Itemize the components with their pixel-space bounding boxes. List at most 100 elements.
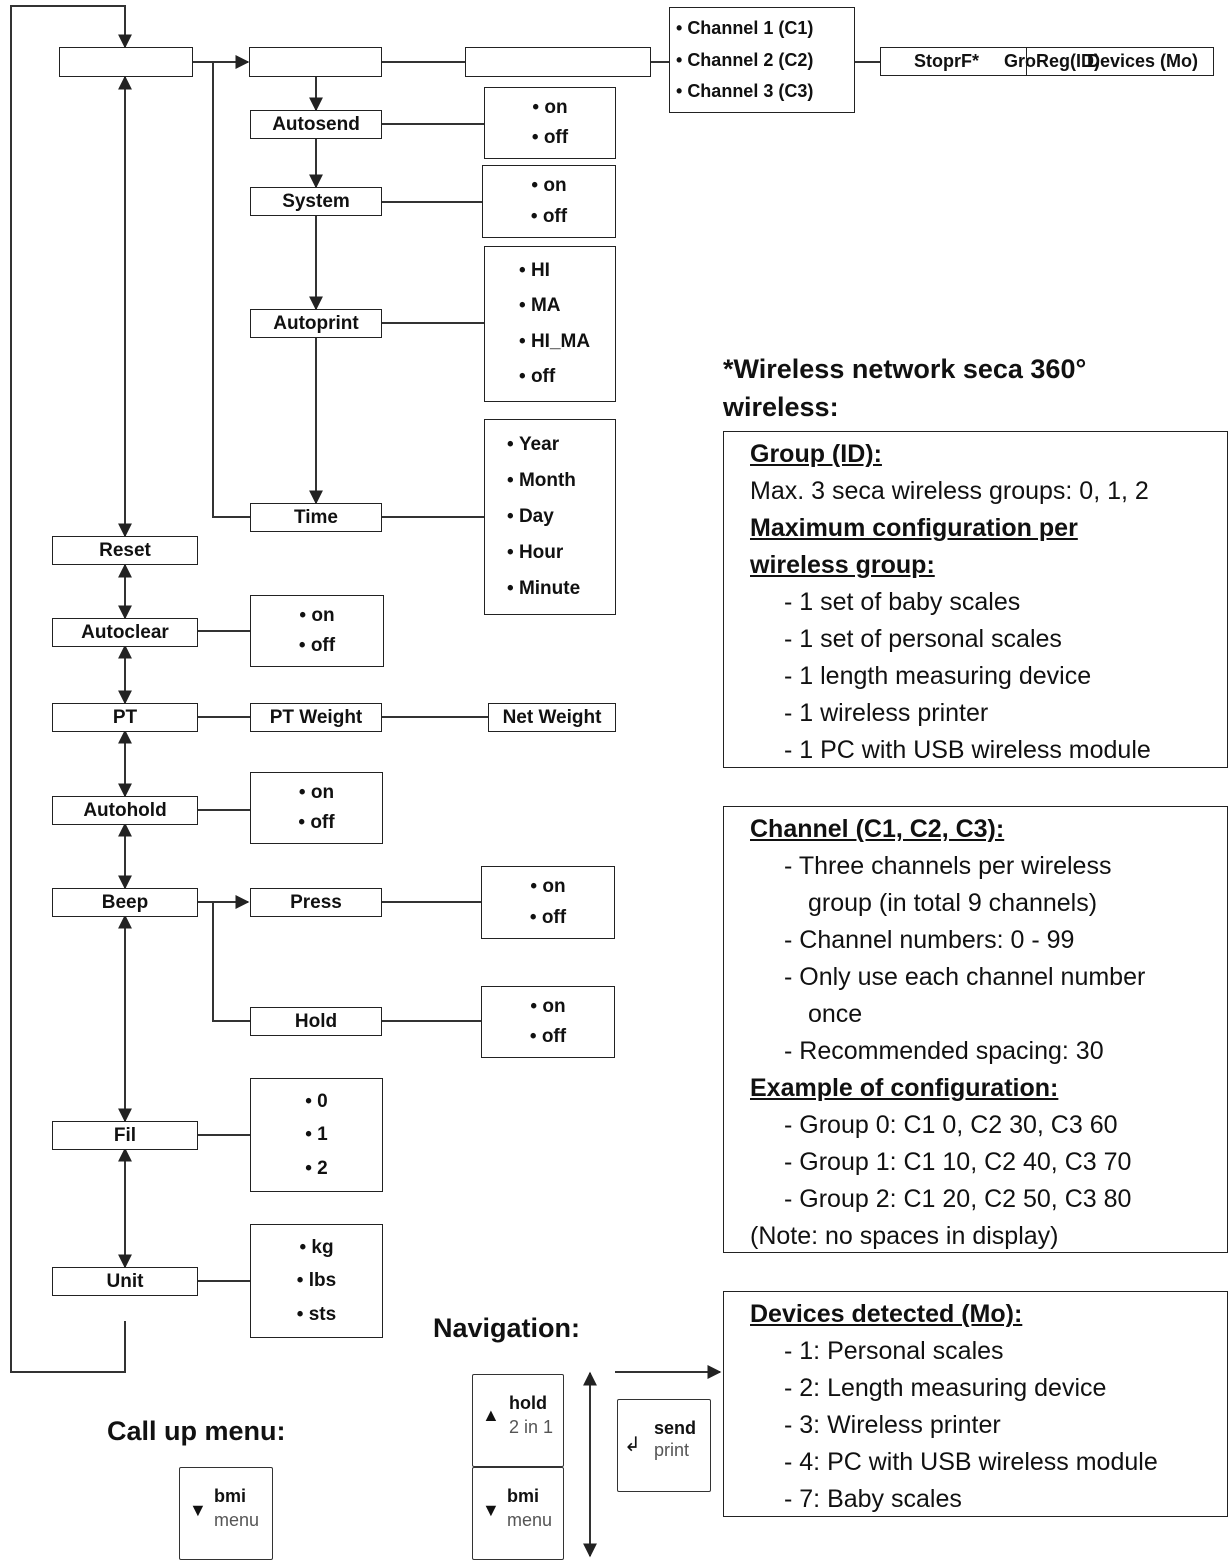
wireless-heading-line-2: wireless:	[723, 392, 839, 422]
option-ma[interactable]: MA	[519, 295, 561, 317]
submenu-autoprint[interactable]: Autoprint	[250, 309, 382, 338]
channel-options: Channel 1 (C1) Channel 2 (C2) Channel 3 …	[669, 7, 855, 113]
option-off[interactable]: off	[531, 206, 567, 228]
option-hi-ma[interactable]: HI_MA	[519, 331, 590, 353]
list-item: - Recommended spacing: 30	[784, 1037, 1104, 1065]
option-channel-2[interactable]: Channel 2 (C2)	[676, 50, 854, 71]
group-max-text: Max. 3 seca wireless groups: 0, 1, 2	[750, 477, 1149, 505]
bmi-menu-key[interactable]: ▼ bmi menu	[472, 1467, 564, 1560]
submenu-pt-weight[interactable]: PT Weight	[250, 703, 382, 732]
option-lbs[interactable]: lbs	[297, 1270, 336, 1292]
submenu-autosend[interactable]: Autosend	[250, 110, 382, 139]
group-label-overlap: GroReg(ID)	[1004, 51, 1100, 71]
option-on[interactable]: on	[299, 782, 334, 804]
option-month[interactable]: Month	[507, 470, 576, 492]
time-options: Year Month Day Hour Minute	[484, 419, 616, 615]
key-label-bottom: 2 in 1	[509, 1417, 554, 1437]
option-off[interactable]: off	[532, 127, 568, 149]
menu-item-beep[interactable]: Beep	[52, 888, 198, 917]
bmi-menu-key[interactable]: ▼ bmi menu	[179, 1467, 273, 1560]
option-channel-3[interactable]: Channel 3 (C3)	[676, 81, 854, 102]
option-0[interactable]: 0	[305, 1091, 328, 1113]
display-note: (Note: no spaces in display)	[750, 1222, 1059, 1250]
submenu-time[interactable]: Time	[250, 503, 382, 532]
hold-2in1-key[interactable]: ▲ hold 2 in 1	[472, 1374, 564, 1467]
wireless-node	[249, 47, 382, 77]
key-label-top: send	[654, 1418, 697, 1438]
option-off[interactable]: off	[299, 635, 335, 657]
option-on[interactable]: on	[299, 605, 334, 627]
list-item: - Group 1: C1 10, C2 40, C3 70	[784, 1148, 1132, 1176]
menu-item-autoclear[interactable]: Autoclear	[52, 618, 198, 647]
send-print-key[interactable]: ↲ send print	[617, 1399, 711, 1492]
menu-item-fil[interactable]: Fil	[52, 1121, 198, 1150]
option-hour[interactable]: Hour	[507, 542, 563, 564]
down-triangle-icon: ▼	[482, 1500, 500, 1520]
menu-item-reset[interactable]: Reset	[52, 536, 198, 565]
option-on[interactable]: on	[530, 876, 565, 898]
option-sts[interactable]: sts	[297, 1304, 336, 1326]
menu-item-unit[interactable]: Unit	[52, 1267, 198, 1296]
option-minute[interactable]: Minute	[507, 578, 580, 600]
list-item: - Group 2: C1 20, C2 50, C3 80	[784, 1185, 1132, 1213]
call-up-heading: Call up menu:	[107, 1416, 286, 1446]
key-label-top: bmi	[214, 1486, 247, 1506]
max-config-heading-1: Maximum configuration per	[750, 514, 1078, 542]
list-item: - 1 set of personal scales	[784, 625, 1062, 653]
submenu-press[interactable]: Press	[250, 888, 382, 917]
system-options: on off	[482, 165, 616, 238]
option-on[interactable]: on	[530, 996, 565, 1018]
unit-options: kg lbs sts	[250, 1224, 383, 1338]
submenu-hold[interactable]: Hold	[250, 1007, 382, 1036]
group-info-box: Group (ID): Max. 3 seca wireless groups:…	[723, 431, 1228, 768]
key-label-top: hold	[509, 1393, 547, 1413]
list-item: - Channel numbers: 0 - 99	[784, 926, 1075, 954]
list-item: - 2: Length measuring device	[784, 1374, 1107, 1402]
key-label-top: bmi	[507, 1486, 540, 1506]
menu-item-pt[interactable]: PT	[52, 703, 198, 732]
option-day[interactable]: Day	[507, 506, 554, 528]
list-item: - Group 0: C1 0, C2 30, C3 60	[784, 1111, 1118, 1139]
option-channel-1[interactable]: Channel 1 (C1)	[676, 18, 854, 39]
option-off[interactable]: off	[530, 907, 566, 929]
list-item: - 1 length measuring device	[784, 662, 1092, 690]
autoclear-options: on off	[250, 595, 384, 667]
channel-node	[465, 47, 651, 77]
option-year[interactable]: Year	[507, 434, 559, 456]
option-off[interactable]: off	[530, 1026, 566, 1048]
list-item: - Three channels per wireless	[784, 852, 1112, 880]
option-hi[interactable]: HI	[519, 260, 550, 282]
wireless-heading-line-1: *Wireless network seca 360°	[723, 354, 1087, 384]
list-item-continued: once	[808, 1000, 863, 1028]
option-off[interactable]: off	[519, 366, 555, 388]
list-item: - 3: Wireless printer	[784, 1411, 1001, 1439]
option-2[interactable]: 2	[305, 1158, 328, 1180]
press-options: on off	[481, 866, 615, 939]
stop-label: StoprF*	[914, 51, 979, 71]
submenu-system[interactable]: System	[250, 187, 382, 216]
menu-item-autohold[interactable]: Autohold	[52, 796, 198, 825]
option-1[interactable]: 1	[305, 1124, 328, 1146]
down-triangle-icon: ▼	[189, 1500, 207, 1520]
list-item: - 1 wireless printer	[784, 699, 989, 727]
stop-group-devices-box: StoprF* GroReg(ID) Devices (Mo)	[880, 47, 1214, 76]
root-node	[59, 47, 193, 77]
option-kg[interactable]: kg	[299, 1237, 333, 1259]
autohold-options: on off	[250, 772, 383, 844]
channel-info-box: Channel (C1, C2, C3): - Three channels p…	[723, 806, 1228, 1253]
devices-label-overlap: Devices (Mo)	[1087, 51, 1199, 71]
option-on[interactable]: on	[531, 175, 566, 197]
list-item: - Only use each channel number	[784, 963, 1146, 991]
option-off[interactable]: off	[298, 812, 334, 834]
fil-options: 0 1 2	[250, 1078, 383, 1192]
navigation-heading: Navigation:	[433, 1313, 581, 1343]
hold-options: on off	[481, 986, 615, 1058]
list-item: - 4: PC with USB wireless module	[784, 1448, 1158, 1476]
list-item-continued: group (in total 9 channels)	[808, 889, 1098, 917]
submenu-net-weight[interactable]: Net Weight	[488, 703, 616, 732]
devices-info-box: Devices detected (Mo): - 1: Personal sca…	[723, 1291, 1228, 1517]
option-on[interactable]: on	[532, 97, 567, 119]
key-label-bottom: menu	[214, 1510, 260, 1530]
autoprint-options: HI MA HI_MA off	[484, 246, 616, 402]
